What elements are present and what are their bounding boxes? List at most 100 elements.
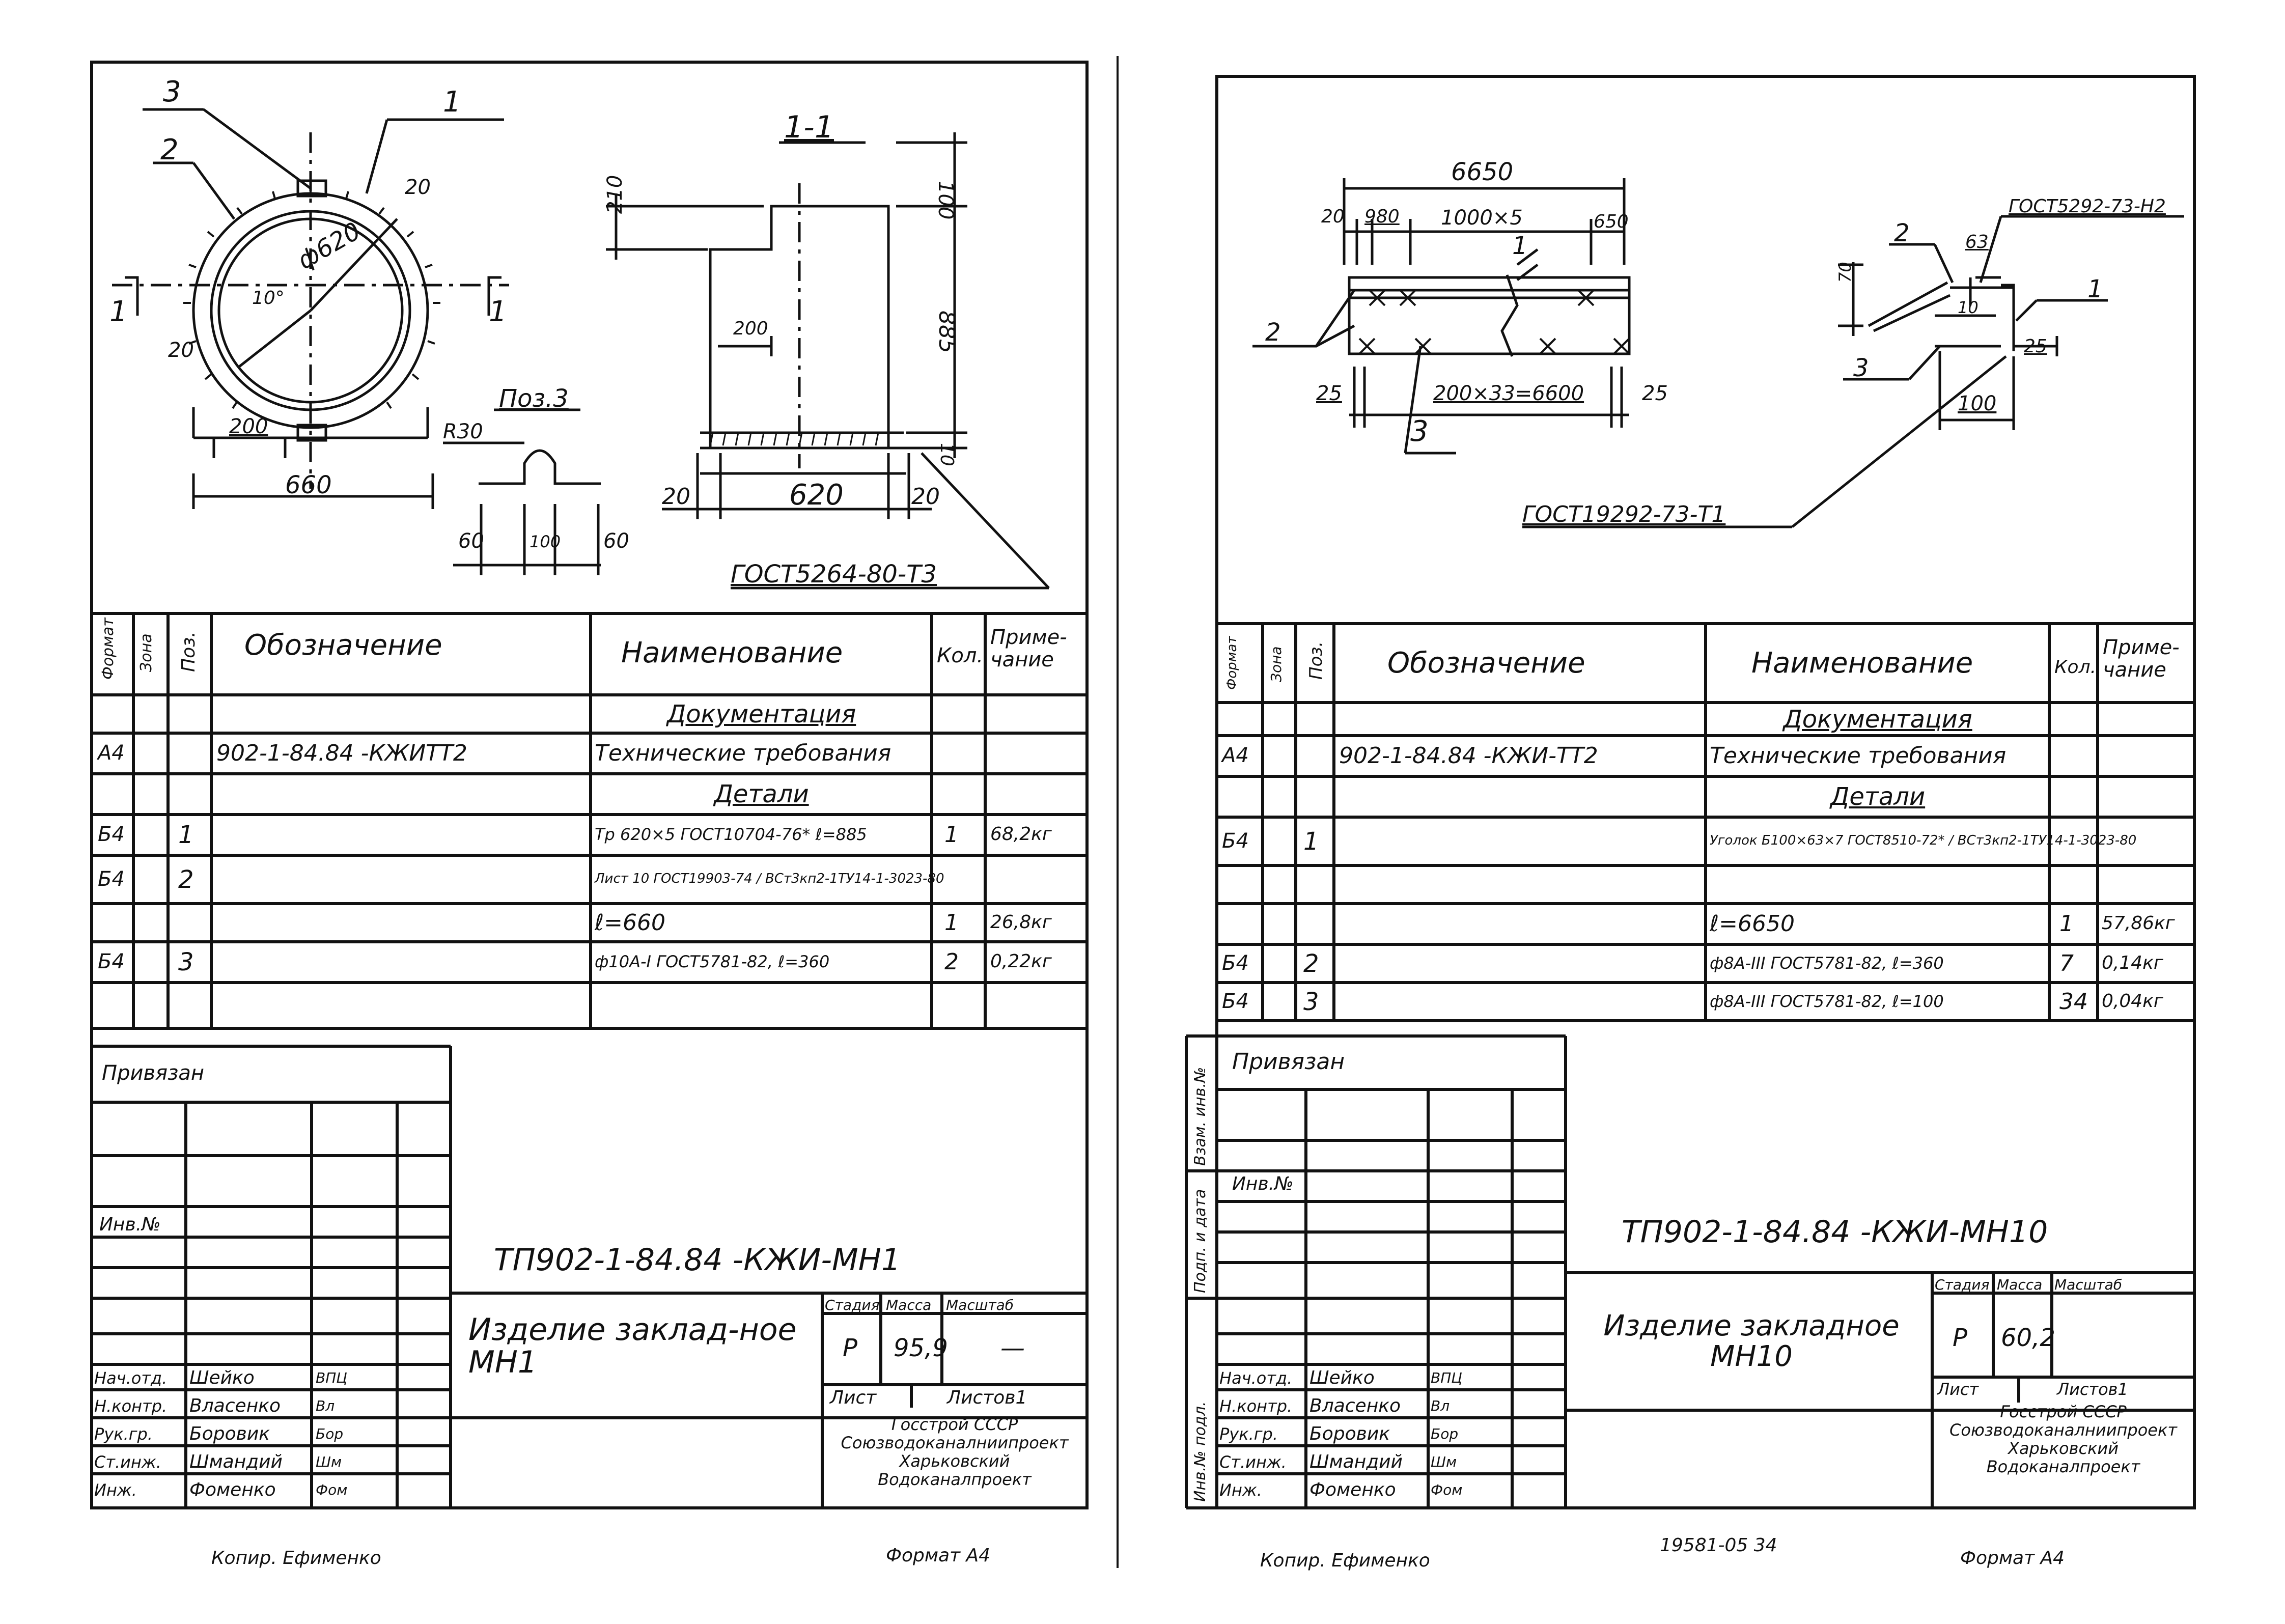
right-stamp-role: Ст.инж.	[1219, 1452, 1287, 1472]
left-row-note: 26,8кг	[990, 911, 1052, 933]
right-row-note: 0,14кг	[2102, 952, 2163, 973]
right-weld-gost-bottom: ГОСТ19292-73-Т1	[1522, 501, 1726, 527]
left-row-note: 0,22кг	[990, 951, 1052, 972]
left-dim-20c: 20	[662, 484, 690, 510]
right-elevation-view	[1252, 178, 1631, 455]
right-row-pos: 2	[1303, 949, 1319, 978]
right-leader-2b: 2	[1894, 219, 1910, 247]
left-footer-copy: Копир. Ефименко	[211, 1548, 381, 1569]
left-stamp-sign: Фом	[316, 1481, 348, 1498]
left-dim-angle: 10°	[252, 288, 285, 309]
right-hdr-note: Приме-чание	[2103, 636, 2180, 682]
right-dim-25c: 25	[2024, 336, 2047, 357]
left-dim-100: 100	[934, 181, 957, 220]
right-stamp-sign: Вл	[1431, 1397, 1450, 1414]
left-section-hatch	[709, 432, 879, 446]
right-footer-num: 19581-05 34	[1660, 1535, 1777, 1556]
left-row-pos: 2	[178, 865, 194, 894]
right-dim-70: 70	[1835, 262, 1855, 283]
left-stamp-sign: Вл	[316, 1397, 335, 1414]
left-row-note: 68,2кг	[990, 824, 1052, 845]
right-stamp-org: Госстрой СССР Союзводоканалниипроект Хар…	[1949, 1402, 2177, 1476]
left-stamp-mass: 95,9	[894, 1334, 948, 1362]
right-stamp-role: Нач.отд.	[1219, 1368, 1293, 1388]
right-stamp-sign: Фом	[1431, 1481, 1463, 1498]
left-row-name: ℓ=660	[595, 909, 666, 936]
right-leader-3: 3	[1410, 415, 1429, 448]
right-row-format: А4	[1222, 744, 1249, 767]
right-stamp-mass-h: Масса	[1997, 1276, 2043, 1293]
right-hdr-designation: Обозначение	[1387, 647, 1585, 680]
right-row-note: 0,04кг	[2102, 990, 2163, 1012]
left-stamp-stage-h: Стадия	[825, 1297, 880, 1313]
left-stamp-name: Шмандий	[189, 1451, 283, 1472]
right-side-label-a: Взам. инв.№	[1191, 1067, 1209, 1166]
left-stamp-sign: Шм	[316, 1453, 342, 1470]
right-stamp-sheets-h: Листов1	[2057, 1380, 2128, 1399]
right-hdr-zone: Зона	[1268, 646, 1285, 682]
right-stamp-scale-h: Масштаб	[2054, 1276, 2123, 1293]
left-leader-3: 3	[163, 75, 181, 108]
right-stamp-inv: Инв.№	[1232, 1173, 1294, 1194]
left-dim-20a: 20	[405, 176, 431, 199]
left-row-name: Детали	[714, 780, 809, 808]
left-footer-format: Формат А4	[886, 1545, 991, 1566]
left-stamp-role: Ст.инж.	[94, 1452, 161, 1472]
left-stamp-name: Шейко	[189, 1367, 255, 1388]
right-row-pos: 3	[1303, 987, 1319, 1016]
left-hdr-qty: Кол.	[937, 644, 984, 667]
left-pos3-title: Поз.3	[499, 384, 569, 413]
left-leader-1: 1	[443, 86, 461, 119]
left-stamp-role: Нач.отд.	[94, 1368, 168, 1388]
left-row-name: ф10А-I ГОСТ5781-82, ℓ=360	[595, 952, 830, 971]
right-stamp-name: Фоменко	[1309, 1479, 1396, 1500]
right-dim-10: 10	[1958, 298, 1979, 317]
right-dim-63: 63	[1965, 232, 1989, 253]
right-row-qty: 1	[2059, 911, 2074, 937]
right-stamp-sheet-h: Лист	[1937, 1380, 1979, 1399]
left-stamp-scale-h: Масштаб	[946, 1297, 1014, 1313]
right-row-name: Детали	[1830, 782, 1926, 811]
left-stamp-name: Власенко	[189, 1395, 281, 1416]
left-stamp-sheet-h: Лист	[830, 1387, 877, 1408]
left-dim-200b: 200	[733, 318, 768, 339]
right-dim-1000x5: 1000×5	[1441, 206, 1523, 230]
right-row-name: ф8А-III ГОСТ5781-82, ℓ=360	[1710, 953, 1944, 973]
right-stamp-code: ТП902-1-84.84 -КЖИ-МН10	[1622, 1214, 2048, 1250]
left-stamp-name: Фоменко	[189, 1479, 276, 1500]
right-dim-100: 100	[1958, 392, 1997, 415]
left-row-name: Тр 620×5 ГОСТ10704-76* ℓ=885	[595, 825, 867, 844]
left-dim-20d: 20	[911, 484, 940, 510]
right-row-name: Технические требования	[1710, 743, 2007, 769]
right-leader-1: 1	[1512, 232, 1528, 260]
right-row-name: Документация	[1783, 705, 1972, 734]
left-stamp-sheets-h: Листов1	[947, 1387, 1027, 1408]
left-section-title: 1-1	[784, 109, 834, 145]
right-row-format: Б4	[1222, 989, 1249, 1013]
left-stamp-mass-h: Масса	[886, 1297, 932, 1313]
left-hdr-zone: Зона	[137, 633, 155, 672]
left-stamp-scale: —	[1000, 1334, 1025, 1362]
left-sec-mark-1b: 1	[489, 295, 507, 328]
left-stamp-role: Инж.	[94, 1480, 137, 1500]
right-stamp-stage-h: Стадия	[1935, 1276, 1990, 1293]
left-pos3-view	[443, 408, 601, 575]
right-dim-980: 980	[1364, 206, 1400, 227]
right-dim-6650: 6650	[1451, 158, 1514, 186]
right-section-view	[1522, 215, 2184, 528]
right-stamp-name: Шейко	[1309, 1367, 1375, 1388]
right-stamp-sign: Шм	[1431, 1453, 1457, 1470]
left-hdr-note: Приме-чание	[990, 626, 1067, 671]
left-dim-210: 210	[603, 175, 627, 214]
left-row-pos: 1	[178, 821, 194, 849]
right-leader-3b: 3	[1853, 354, 1869, 382]
right-stamp-stage: Р	[1953, 1324, 1967, 1352]
left-stamp-inv: Инв.№	[99, 1214, 161, 1235]
left-dim-60b: 60	[603, 529, 629, 553]
left-plan-view	[112, 108, 509, 509]
left-dim-60a: 60	[458, 529, 484, 553]
left-hdr-pos: Поз.	[178, 631, 199, 672]
right-stamp-name: Власенко	[1309, 1395, 1401, 1416]
right-weld-gost-top: ГОСТ5292-73-Н2	[2009, 196, 2166, 217]
